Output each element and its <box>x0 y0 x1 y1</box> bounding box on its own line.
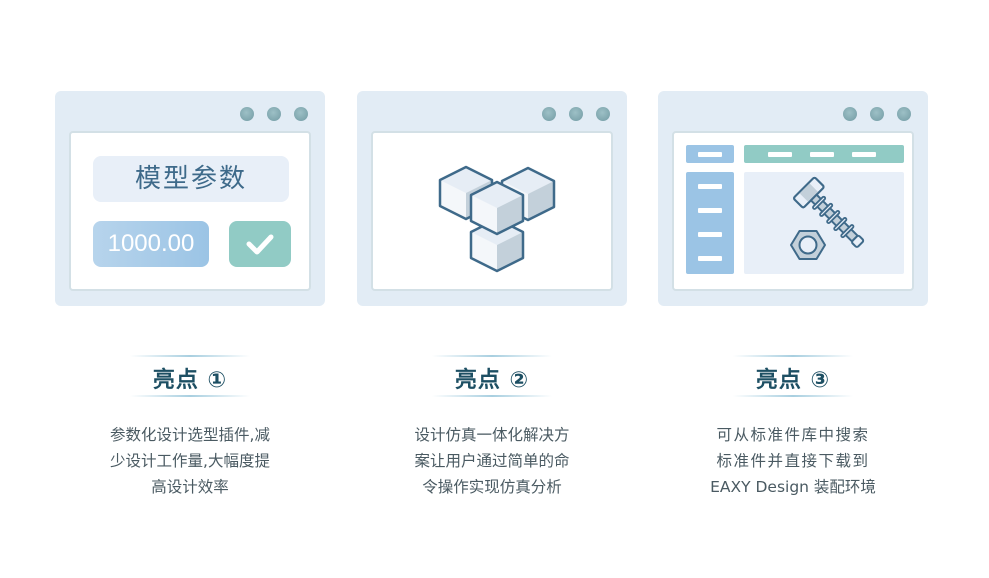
divider <box>432 395 552 397</box>
param-label: 模型参数 <box>93 156 289 202</box>
content-pane <box>744 172 904 274</box>
window-dot-icon <box>542 107 556 121</box>
feature-title: 亮点 ③ <box>755 368 831 393</box>
description-line: 少设计工作量,大幅度提 <box>110 452 270 470</box>
divider <box>733 395 853 397</box>
description-line: 案让用户通过简单的命 <box>414 452 570 470</box>
window-dot-icon <box>294 107 308 121</box>
window-screen: 模型参数 1000.00 <box>69 131 311 291</box>
description-line: 标准件并直接下载到 <box>716 452 870 470</box>
divider <box>130 395 250 397</box>
feature-title-row: 亮点 ③ <box>658 355 928 397</box>
window-screen <box>672 131 914 291</box>
feature-description: 参数化设计选型插件,减 少设计工作量,大幅度提 高设计效率 <box>55 422 325 500</box>
description-line: 令操作实现仿真分析 <box>422 478 562 496</box>
window-illustration: 模型参数 1000.00 <box>55 91 325 306</box>
sidebar-block <box>686 172 734 274</box>
description-line: 高设计效率 <box>151 478 229 496</box>
value-field: 1000.00 <box>93 221 209 267</box>
window-dot-icon <box>897 107 911 121</box>
window-dot-icon <box>240 107 254 121</box>
window-illustration <box>658 91 928 306</box>
window-dot-icon <box>569 107 583 121</box>
window-dot-icon <box>870 107 884 121</box>
description-line: 可从标准件库中搜索 <box>716 426 870 444</box>
feature-title-row: 亮点 ① <box>55 355 325 397</box>
check-icon <box>246 234 274 255</box>
divider <box>130 355 250 357</box>
toolbar-block <box>686 145 734 163</box>
feature-description: 可从标准件库中搜索 标准件并直接下载到 EAXY Design 装配环境 <box>658 422 928 500</box>
feature-title-row: 亮点 ② <box>357 355 627 397</box>
window-dots <box>240 107 308 121</box>
window-dot-icon <box>267 107 281 121</box>
window-dots <box>843 107 911 121</box>
feature-title: 亮点 ① <box>152 368 228 393</box>
bolt-nut-icon <box>790 176 865 260</box>
description-line: EAXY Design 装配环境 <box>710 478 876 496</box>
divider <box>432 355 552 357</box>
window-dot-icon <box>596 107 610 121</box>
feature-description: 设计仿真一体化解决方 案让用户通过简单的命 令操作实现仿真分析 <box>357 422 627 500</box>
window-screen <box>371 131 613 291</box>
description-line: 设计仿真一体化解决方 <box>414 426 570 444</box>
menu-bar <box>744 145 904 163</box>
confirm-button <box>229 221 291 267</box>
description-line: 参数化设计选型插件,减 <box>110 426 270 444</box>
divider <box>733 355 853 357</box>
window-illustration <box>357 91 627 306</box>
window-dot-icon <box>843 107 857 121</box>
window-dots <box>542 107 610 121</box>
feature-title: 亮点 ② <box>454 368 530 393</box>
cubes-icon <box>438 165 556 273</box>
